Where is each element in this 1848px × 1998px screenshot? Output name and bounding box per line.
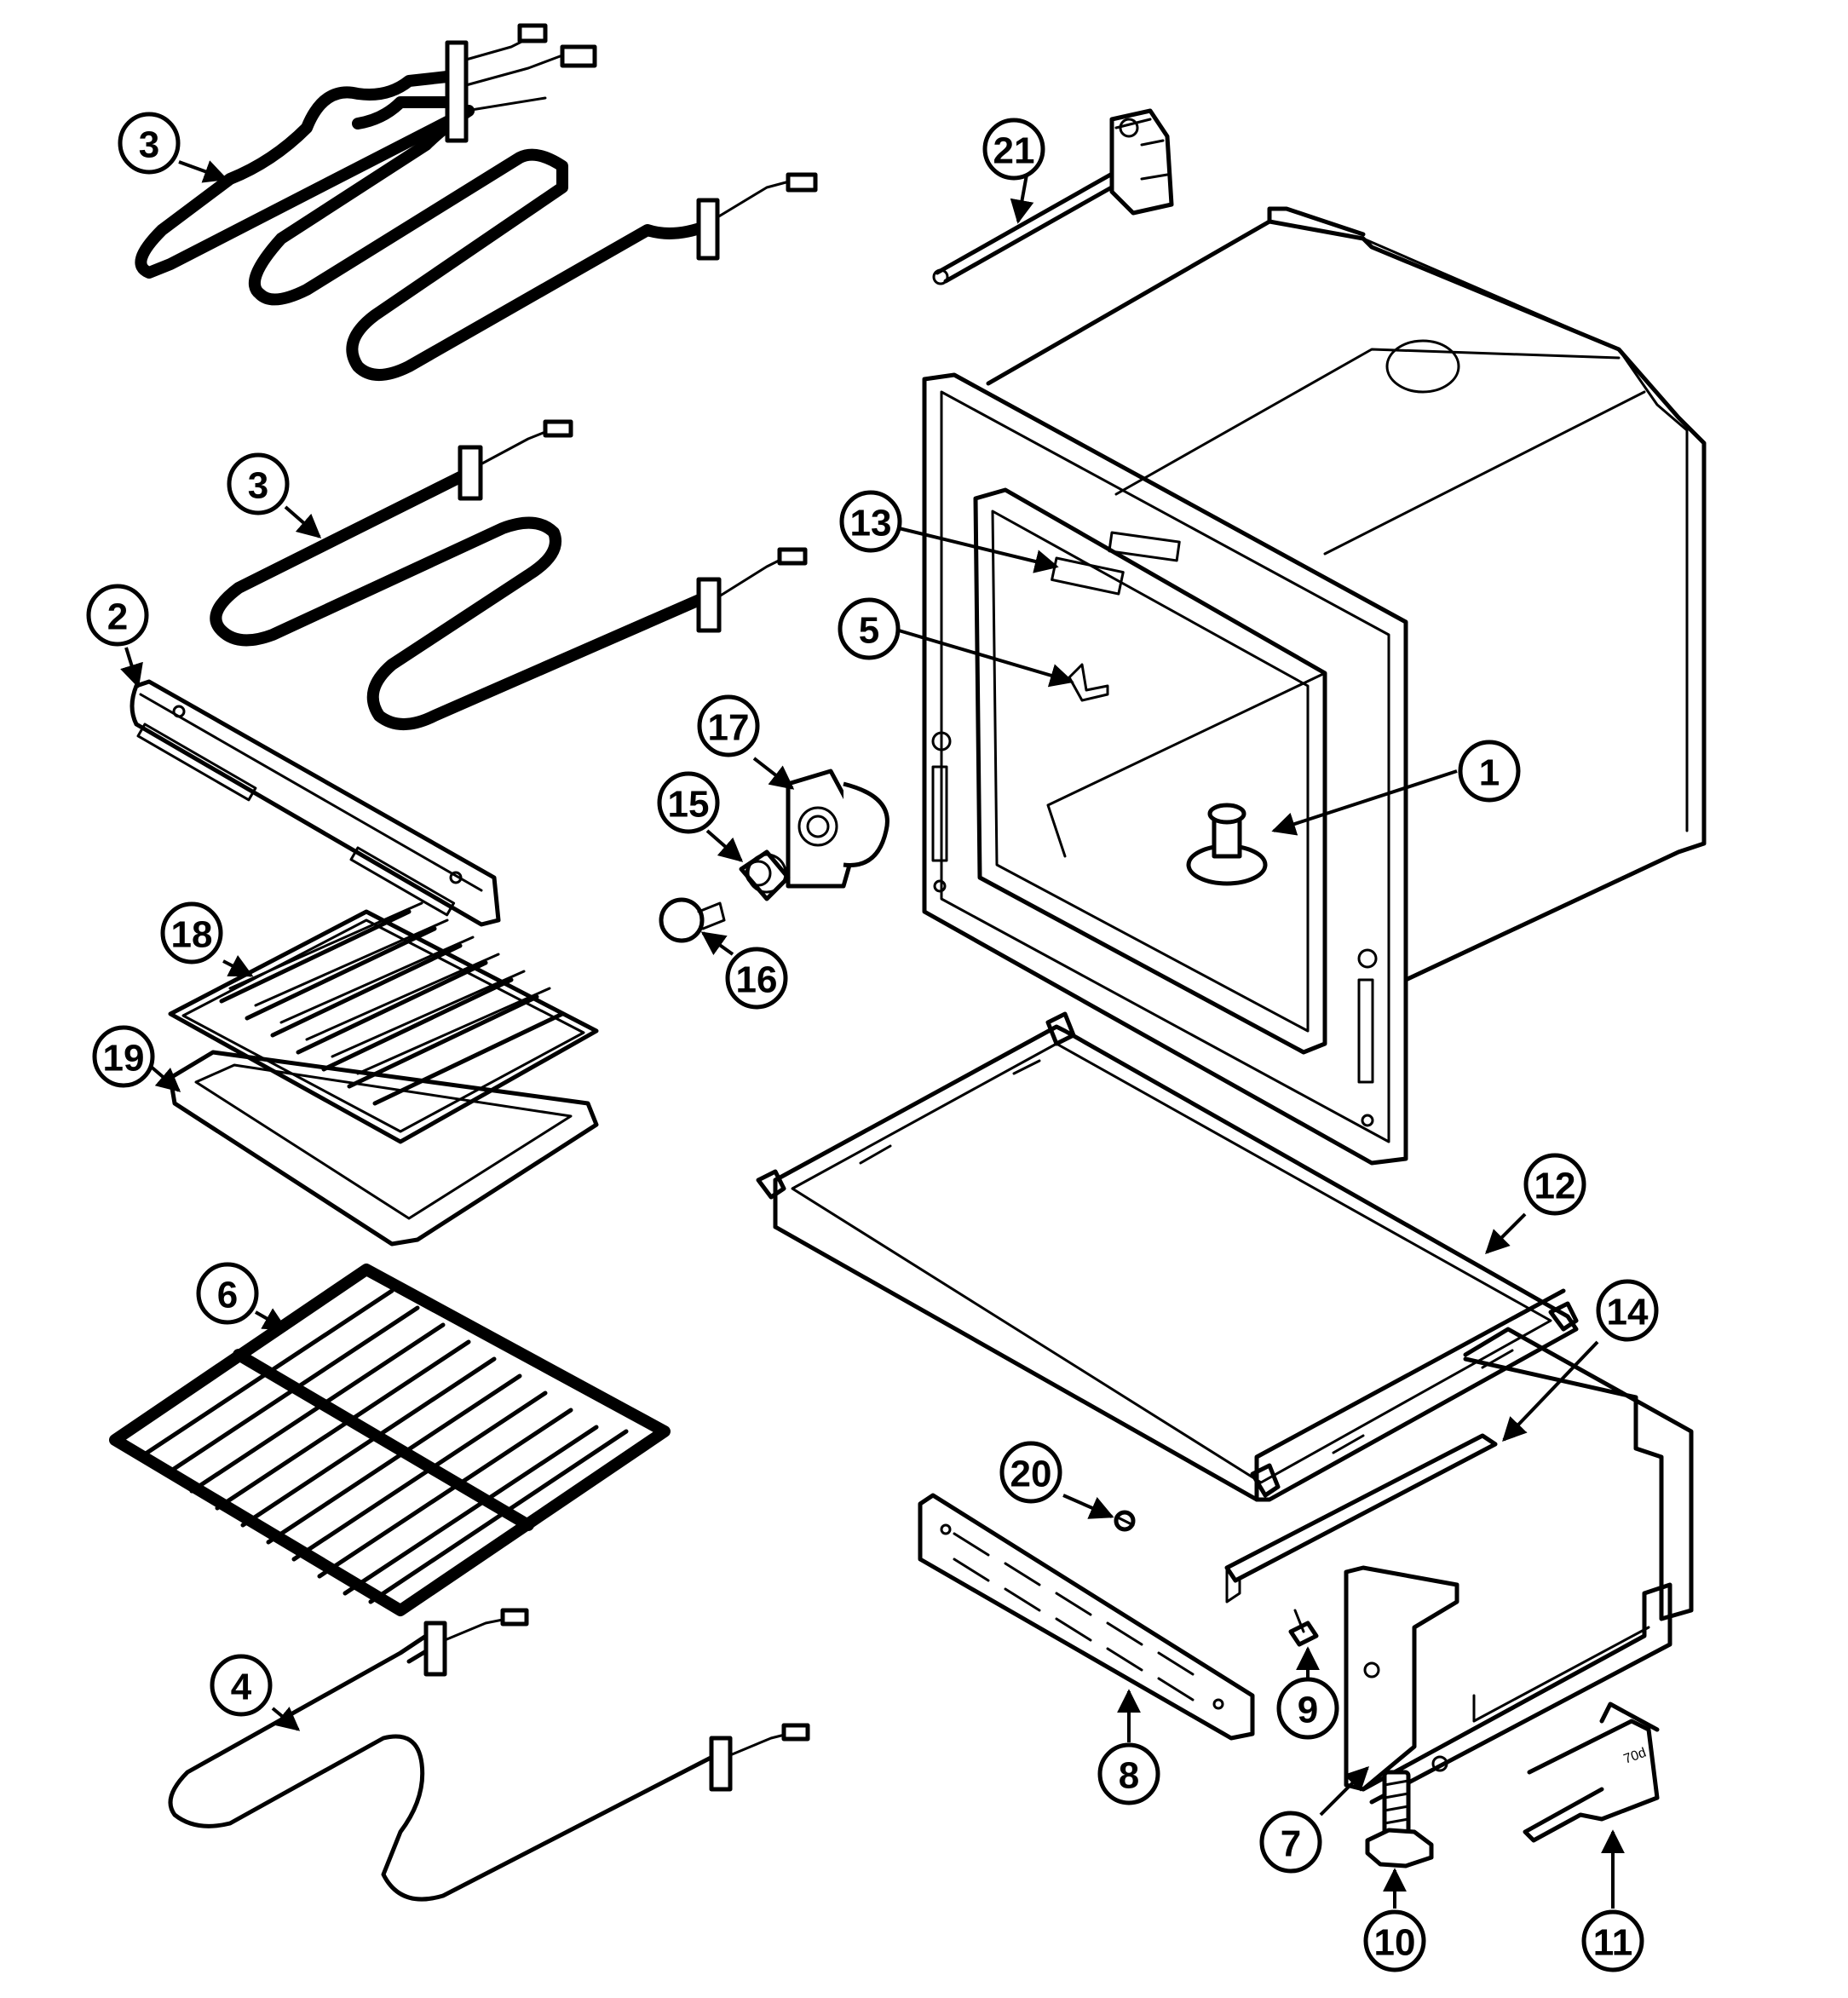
callout-9: 9 — [1276, 1677, 1339, 1740]
broil-element-upper — [135, 23, 818, 381]
svg-text:5: 5 — [859, 610, 879, 652]
callout-18: 18 — [160, 901, 223, 964]
callout-19: 19 — [92, 1025, 155, 1088]
bake-element-upper — [210, 419, 808, 730]
callout-1: 1 — [1458, 740, 1521, 803]
callout-4: 4 — [210, 1654, 273, 1717]
oven-sensor-switch — [932, 108, 1174, 285]
svg-text:14: 14 — [1607, 1292, 1649, 1333]
vent-panel — [918, 1493, 1255, 1741]
callout-8: 8 — [1097, 1742, 1160, 1805]
side-frame — [1344, 1327, 1694, 1805]
broiler-pan-insert — [168, 901, 599, 1144]
svg-text:18: 18 — [171, 914, 213, 956]
svg-text:21: 21 — [993, 130, 1035, 172]
svg-text:1: 1 — [1479, 752, 1500, 794]
svg-text:20: 20 — [1010, 1454, 1052, 1495]
callout-7: 7 — [1259, 1811, 1322, 1874]
oven-cavity — [922, 206, 1707, 1166]
svg-text:4: 4 — [231, 1667, 252, 1708]
broiler-pan — [168, 1050, 599, 1247]
screw-part-9 — [1288, 1609, 1319, 1647]
callout-3-lower: 3 — [227, 452, 290, 515]
rack-support-bracket — [130, 679, 501, 927]
oven-light-housing — [786, 769, 889, 889]
callout-6: 6 — [196, 1262, 259, 1325]
svg-text:17: 17 — [708, 707, 750, 749]
oven-label — [1051, 556, 1125, 596]
svg-text:7: 7 — [1281, 1823, 1301, 1865]
svg-text:12: 12 — [1534, 1166, 1576, 1207]
callout-12: 12 — [1523, 1153, 1586, 1216]
anti-tip-bracket: 70d — [1523, 1701, 1660, 1843]
screw-part-20 — [1114, 1510, 1136, 1532]
svg-text:3: 3 — [139, 124, 159, 166]
svg-text:19: 19 — [103, 1038, 145, 1080]
oven-bottom-panel — [756, 1011, 1579, 1502]
callout-10: 10 — [1363, 1909, 1426, 1972]
svg-text:8: 8 — [1119, 1755, 1139, 1797]
light-socket — [739, 849, 791, 901]
svg-text:16: 16 — [736, 959, 778, 1001]
svg-text:3: 3 — [248, 465, 268, 507]
callout-15: 15 — [657, 771, 720, 834]
leveling-leg — [1365, 1770, 1434, 1868]
svg-text:13: 13 — [850, 503, 892, 544]
callout-17: 17 — [697, 694, 760, 757]
light-bulb — [659, 897, 726, 943]
callout-20: 20 — [999, 1441, 1062, 1504]
side-rail — [1224, 1433, 1498, 1604]
svg-text:10: 10 — [1374, 1922, 1416, 1964]
callout-3-upper: 3 — [118, 112, 181, 175]
callout-11: 11 — [1581, 1909, 1644, 1972]
svg-text:2: 2 — [107, 596, 128, 638]
callout-14: 14 — [1596, 1279, 1659, 1342]
svg-text:11: 11 — [1593, 1922, 1633, 1964]
callout-16: 16 — [725, 947, 788, 1010]
light-clip — [1068, 663, 1109, 702]
callout-21: 21 — [982, 118, 1045, 181]
oven-rack — [109, 1264, 671, 1616]
bracket-stamp: 70d — [1622, 1746, 1649, 1767]
svg-text:15: 15 — [668, 784, 710, 826]
callout-5: 5 — [838, 597, 901, 660]
svg-text:9: 9 — [1298, 1690, 1318, 1731]
callout-2: 2 — [86, 584, 149, 647]
svg-text:6: 6 — [217, 1275, 238, 1316]
leader-lines — [120, 160, 1625, 1909]
callout-13: 13 — [839, 490, 902, 553]
bake-element-lower — [168, 1608, 810, 1902]
